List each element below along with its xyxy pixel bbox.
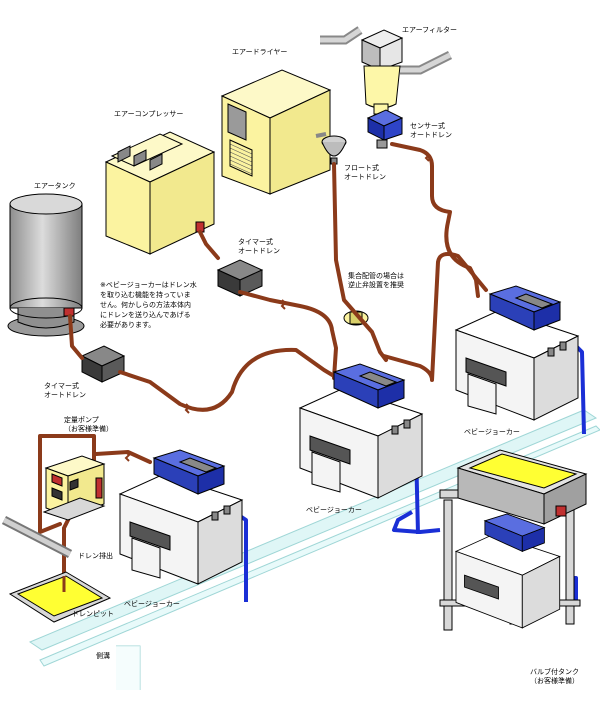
label-timer-drain-a: タイマー式 オートドレン bbox=[238, 238, 280, 256]
air-dryer bbox=[220, 69, 332, 195]
air-tank bbox=[7, 193, 85, 337]
label-valve-tank-line-2: （お客様準備） bbox=[530, 677, 579, 685]
note-line-3: せん。何かしらの方法本体内 bbox=[100, 301, 191, 309]
drain-pipes bbox=[38, 142, 488, 586]
label-gutter: 側溝 bbox=[96, 652, 110, 660]
note-line-5: 必要があります。 bbox=[100, 321, 156, 329]
label-air-filter: エアーフィルター bbox=[402, 26, 458, 34]
label-timer-drain-a-line-1: タイマー式 bbox=[238, 238, 273, 246]
pipe-break-marks bbox=[124, 151, 431, 462]
label-air-dryer: エアードライヤー bbox=[232, 48, 288, 56]
air-pipe bbox=[320, 26, 453, 75]
label-timer-drain-b-line-2: オートドレン bbox=[44, 391, 86, 399]
note-line-2: を取り込む機能を持っていま bbox=[100, 291, 191, 299]
label-timer-drain-a-line-2: オートドレン bbox=[238, 247, 280, 255]
baby-joker-unit-1 bbox=[118, 449, 244, 585]
drain-out-pipe bbox=[1, 515, 73, 559]
note-line-4: にドレンを送り込んであげる bbox=[100, 311, 191, 319]
drain-pit bbox=[8, 571, 112, 623]
label-pump-line-1: 定量ポンプ bbox=[64, 416, 99, 424]
label-manifold-line-1: 集合配管の場合は bbox=[348, 272, 404, 280]
label-float-drain-line-2: オートドレン bbox=[344, 173, 386, 181]
label-baby-joker-3: ベビージョーカー bbox=[464, 428, 520, 436]
label-sensor-drain-line-2: オートドレン bbox=[410, 131, 452, 139]
valve-tank bbox=[456, 449, 588, 525]
label-baby-joker-2: ベビージョーカー bbox=[306, 506, 362, 514]
air-compressor bbox=[104, 131, 216, 255]
metering-pump bbox=[42, 455, 106, 521]
label-manifold: 集合配管の場合は 逆止弁設置を推奨 bbox=[348, 272, 404, 290]
label-baby-joker-1: ベビージョーカー bbox=[124, 600, 180, 608]
label-pump-line-2: （お客様準備） bbox=[64, 425, 113, 433]
label-valve-tank-line-1: バルブ付タンク bbox=[530, 668, 579, 676]
baby-joker-unit-2 bbox=[298, 363, 424, 499]
timer-auto-drain-a bbox=[216, 259, 264, 297]
label-timer-drain-b: タイマー式 オートドレン bbox=[44, 382, 86, 400]
label-timer-drain-b-line-1: タイマー式 bbox=[44, 382, 79, 390]
label-valve-tank: バルブ付タンク （お客様準備） bbox=[530, 668, 579, 686]
label-float-drain-line-1: フロート式 bbox=[344, 164, 379, 172]
baby-joker-unit-4 bbox=[454, 513, 561, 629]
label-air-tank: エアータンク bbox=[34, 182, 76, 190]
sensor-auto-drain bbox=[366, 109, 404, 149]
timer-auto-drain-b bbox=[80, 345, 126, 383]
float-auto-drain bbox=[315, 132, 347, 165]
air-filter bbox=[360, 29, 404, 115]
baby-joker-unit-3 bbox=[454, 285, 580, 421]
label-air-compressor: エアーコンプレッサー bbox=[114, 110, 184, 118]
label-manifold-line-2: 逆止弁設置を推奨 bbox=[348, 281, 404, 289]
label-drain-out: ドレン排出 bbox=[78, 552, 113, 560]
label-float-drain: フロート式 オートドレン bbox=[344, 164, 386, 182]
label-sensor-drain: センサー式 オートドレン bbox=[410, 122, 452, 140]
note-text: ※ベビージョーカーはドレン水 を取り込む機能を持っていま せん。何かしらの方法本… bbox=[100, 280, 197, 330]
label-drain-pit: ドレンピット bbox=[72, 610, 114, 618]
label-sensor-drain-line-1: センサー式 bbox=[410, 122, 445, 130]
label-pump: 定量ポンプ （お客様準備） bbox=[64, 416, 113, 434]
note-line-1: ※ベビージョーカーはドレン水 bbox=[100, 281, 197, 289]
